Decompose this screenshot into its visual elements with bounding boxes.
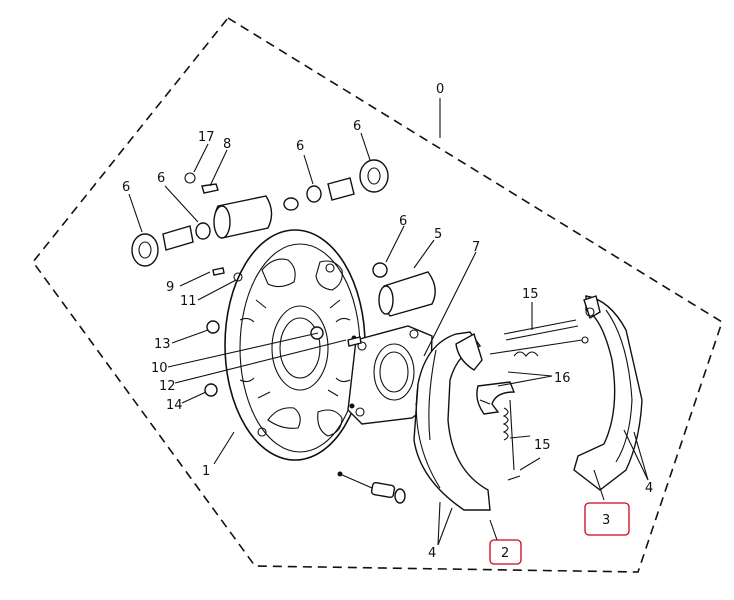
callout-7: 7 [472, 240, 480, 255]
callout-box-3[interactable]: 3 [584, 502, 630, 536]
wheel-cylinder-lower [372, 262, 436, 317]
callout-6: 6 [157, 171, 165, 186]
callout-8: 8 [223, 137, 231, 152]
fasteners [204, 267, 362, 397]
callout-16: 16 [554, 371, 571, 386]
callout-3: 3 [602, 513, 610, 528]
callout-box-2[interactable]: 2 [489, 539, 522, 565]
callout-4: 4 [645, 481, 653, 496]
callout-6: 6 [296, 139, 304, 154]
callout-15: 15 [534, 438, 551, 453]
wheel-cylinder-upper [131, 159, 389, 267]
springs-and-links [476, 319, 589, 481]
callout-17: 17 [198, 130, 215, 145]
backing-plate [224, 229, 366, 461]
callout-0: 0 [436, 82, 444, 97]
adjuster-assembly [337, 471, 406, 504]
callout-13: 13 [154, 337, 171, 352]
callout-6: 6 [122, 180, 130, 195]
callout-6: 6 [353, 119, 361, 134]
callout-11: 11 [180, 294, 197, 309]
callout-5: 5 [434, 227, 442, 242]
callout-2: 2 [501, 546, 509, 561]
callout-12: 12 [159, 379, 176, 394]
callout-1: 1 [202, 464, 210, 479]
callout-9: 9 [166, 280, 174, 295]
leader-lines [128, 98, 649, 546]
brake-shoe-left [413, 331, 491, 511]
callout-4: 4 [428, 546, 436, 561]
callout-6: 6 [399, 214, 407, 229]
callout-10: 10 [151, 361, 168, 376]
callout-15: 15 [522, 287, 539, 302]
callout-14: 14 [166, 398, 183, 413]
assembly-dashed-outline [31, 16, 723, 573]
callouts: 0 17 8 6 6 6 6 6 5 7 9 11 13 10 12 14 1 … [122, 82, 653, 561]
brake-shoe-right [573, 295, 643, 491]
